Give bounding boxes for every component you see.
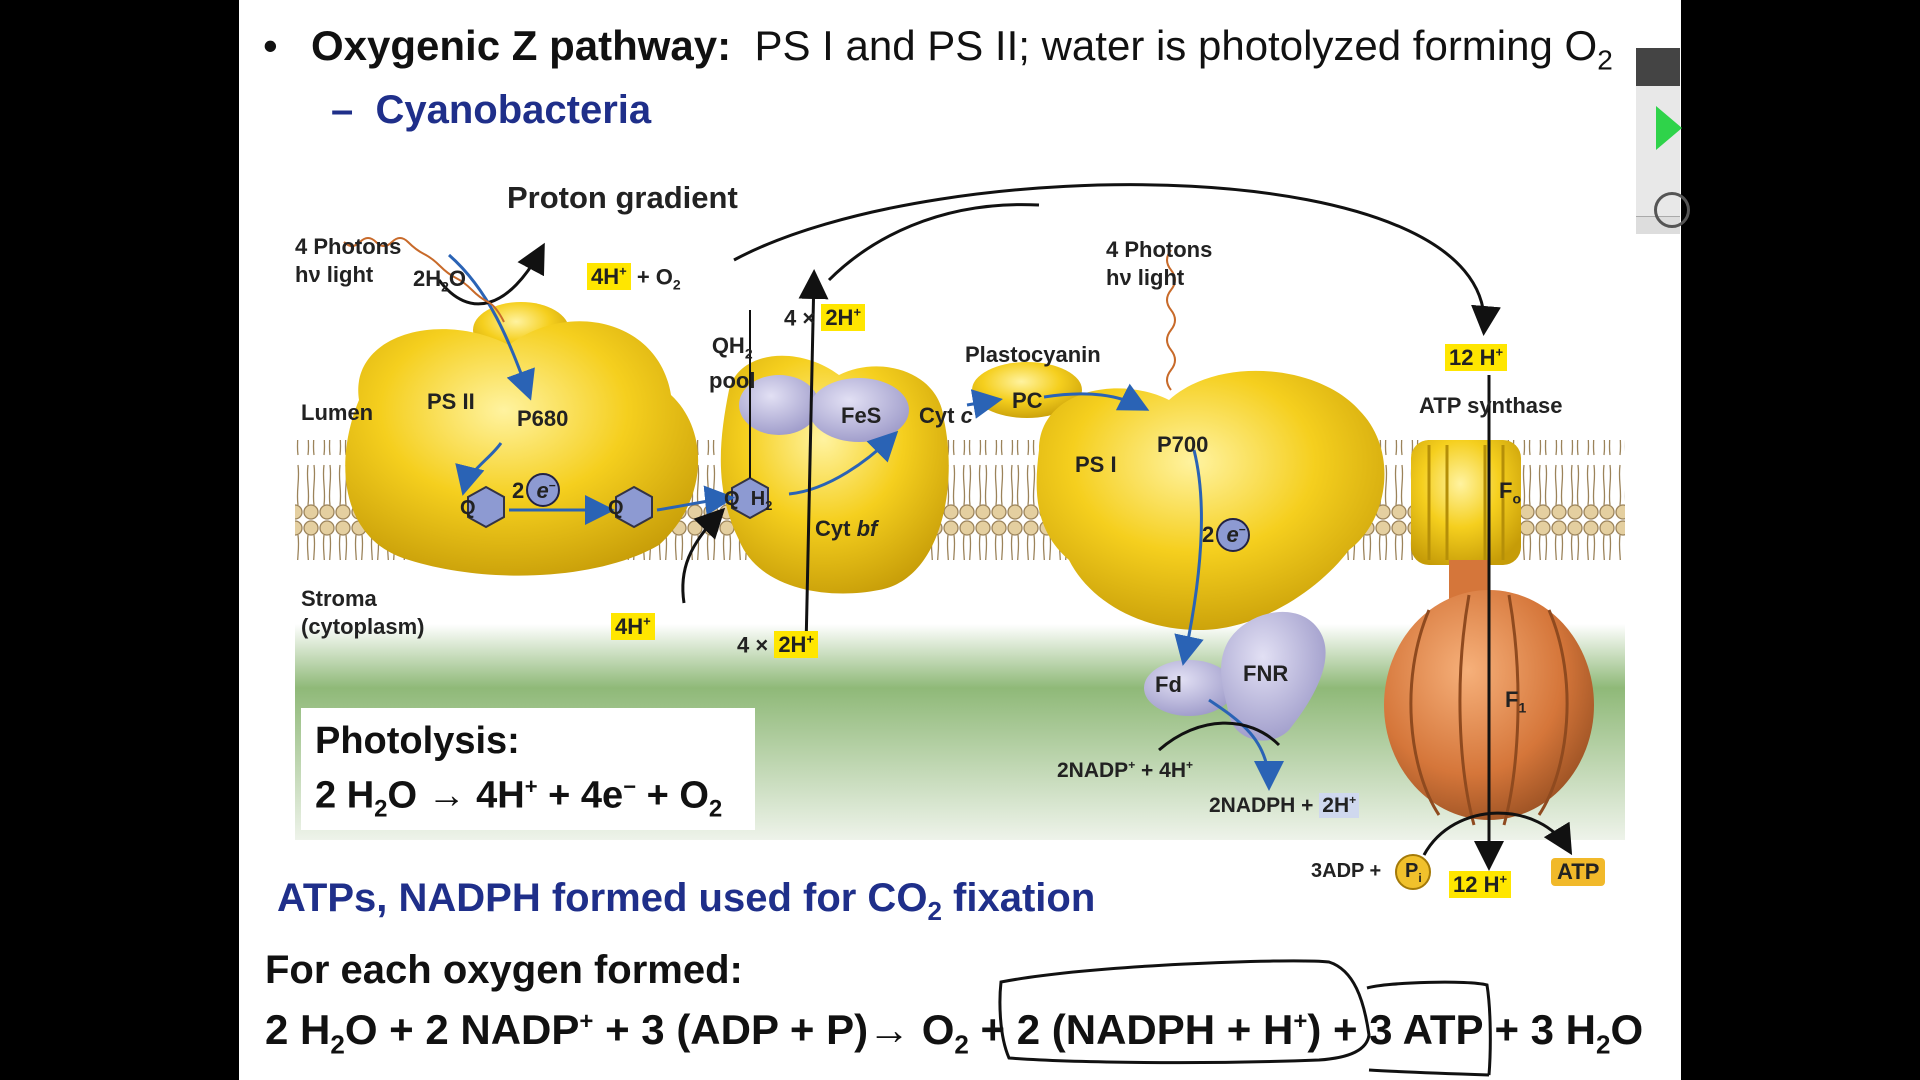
atp-synthase-label: ATP synthase [1419,393,1563,418]
adp-label: 3ADP + [1311,860,1382,882]
photon-wave-left [343,237,505,323]
fnr-label: FNR [1243,661,1289,686]
water-label: 2H2O [413,266,467,295]
bullet-line: •Oxygenic Z pathway: PS I and PS II; wat… [263,22,1613,76]
lumen-label: Lumen [301,400,374,425]
q3-label: Q H2 [724,488,773,513]
p700-label: P700 [1157,432,1209,457]
fnr-protein [1221,611,1326,741]
pc-label: PC [1012,388,1043,413]
p680-label: P680 [517,406,569,431]
twelve-h-bottom-label: 12 H+ [1449,871,1512,899]
play-icon [1656,106,1682,150]
two-electron-1-label: 2 e− [512,478,556,503]
proton-oxygen-label: 4H+ + O2 [587,263,681,293]
sub-bullet: – Cyanobacteria [331,88,652,132]
fd-label: Fd [1155,672,1182,697]
media-player-panel [1636,48,1690,234]
player-top-bar [1636,48,1680,86]
ps2-label: PS II [427,389,475,414]
photolysis-box: Photolysis: 2 H2O → 4H+ + 4e− + O2 [301,708,755,830]
bullet-title: Oxygenic Z pathway: [311,22,732,69]
atp-synthase-complex [1384,440,1594,826]
twelve-h-top-label: 12 H+ [1445,344,1508,372]
atp-label: ATP [1551,858,1606,886]
q-hexagon-1 [467,485,505,529]
slide: •Oxygenic Z pathway: PS I and PS II; wat… [239,0,1681,1080]
fes-label: FeS [841,403,882,428]
circle-icon[interactable] [1654,192,1690,228]
ps1-label: PS I [1075,452,1117,477]
sub-bullet-text: Cyanobacteria [375,88,652,132]
photolysis-equation: 2 H2O → 4H+ + 4e− + O2 [315,774,723,823]
electron-circle-2 [1216,518,1250,552]
photolysis-title: Photolysis: [315,720,520,762]
z-pathway-diagram [295,183,1625,890]
cytc-label: Cyt c [919,403,973,428]
plastocyanin-label: Plastocyanin [965,342,1101,367]
bullet-text: PS I and PS II; water is photolyzed form… [754,22,1598,69]
q-hexagon-2 [615,485,653,529]
atp-nadph-statement: ATPs, NADPH formed used for CO2 fixation [277,876,1096,926]
four-x-2h-bottom-label: 4 × 2H+ [737,631,819,659]
pi-circle [1395,854,1431,890]
cyt-bf-label: Cyt bf [815,516,878,541]
nadph-output-label: 2NADPH + 2H+ [1209,793,1360,818]
f1-label: F1 [1505,687,1527,716]
fo-label: Fo [1499,478,1522,507]
photon-wave-right [1166,249,1176,391]
ps1-complex [1036,370,1385,630]
q1-label: Q [460,497,476,519]
four-x-2h-top-label: 4 × 2H+ [784,304,866,332]
q2-label: Q [608,497,624,519]
two-electron-2-label: 2 e− [1202,522,1246,547]
proton-gradient-label: Proton gradient [507,180,738,215]
handwritten-annotation [998,959,1492,1077]
pi-label: Pi [1405,860,1422,885]
each-oxygen-heading: For each oxygen formed: [265,948,743,992]
stroma-label: Stroma(cytoplasm) [301,586,425,639]
ps2-complex [345,302,699,576]
four-h-bottom-label: 4H+ [611,613,655,641]
proton-gradient-arrow [733,183,1501,336]
nadp-input-label: 2NADP+ + 4H+ [1057,758,1193,782]
overall-equation: 2 H2O + 2 NADP+ + 3 (ADP + P)→ O2 + 2 (N… [265,1006,1644,1060]
electron-circle-1 [526,473,560,507]
cyt-bf-complex [720,355,949,594]
